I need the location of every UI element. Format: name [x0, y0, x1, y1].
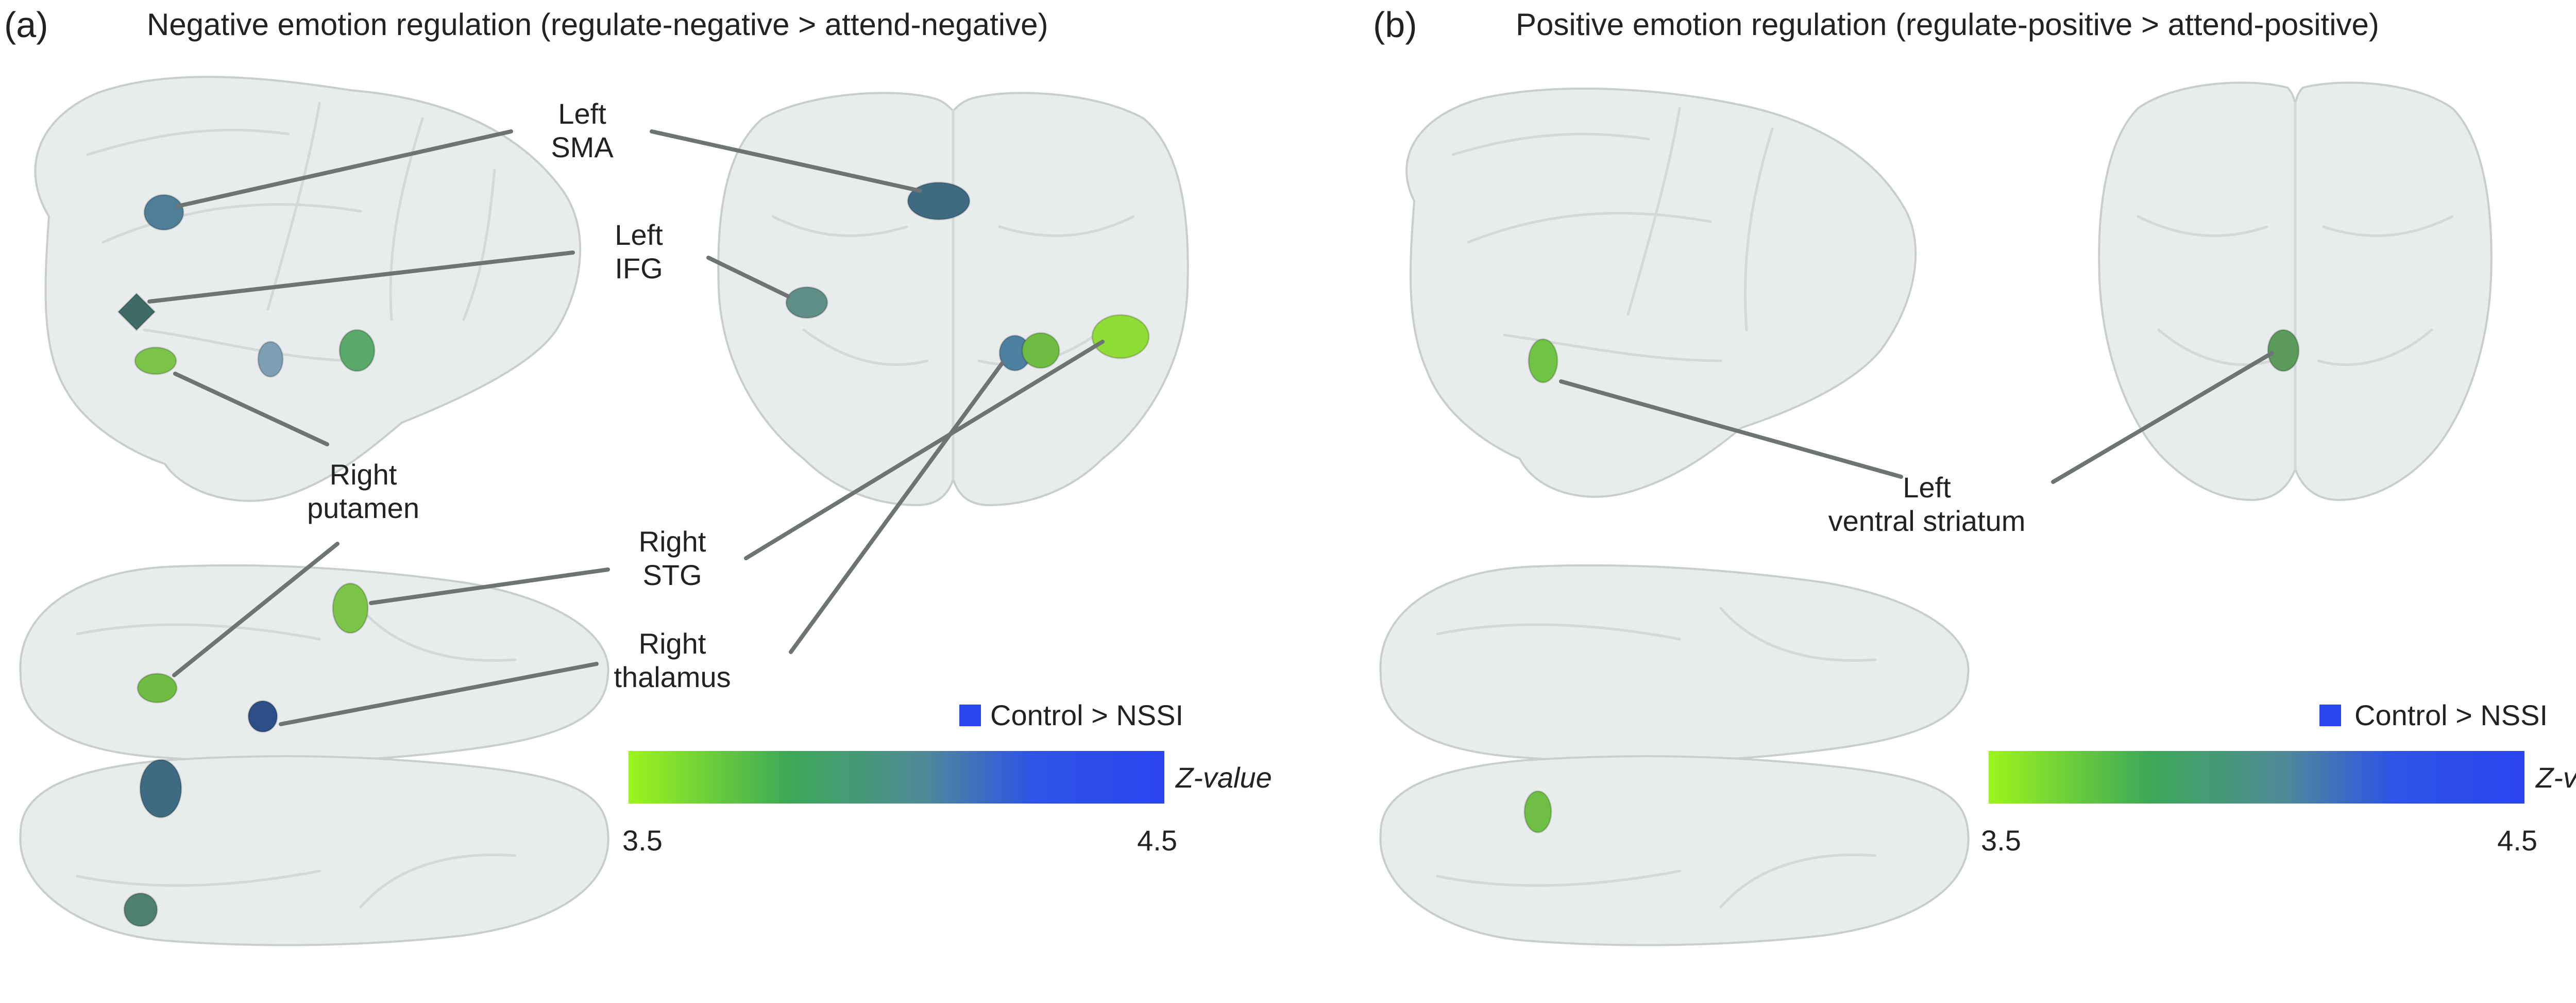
blob-axial-thalamus	[247, 700, 278, 733]
leader-putamen-sagittal	[173, 372, 329, 446]
legend-b: Control > NSSI Z-value 3.5 4.5	[1981, 699, 2576, 857]
legend-swatch-a	[959, 705, 981, 726]
leader-sma-sagittal	[176, 129, 513, 208]
leader-putamen-axial	[172, 542, 340, 677]
colorbar-axis-label-b: Z-value	[2535, 761, 2576, 794]
leader-ventral-striatum-sagittal	[1559, 379, 1903, 479]
leader-stg-axial	[369, 567, 610, 605]
legend-label-b: Control > NSSI	[2354, 699, 2548, 731]
brain-axial-a	[19, 564, 609, 946]
panel-a-letter: (a)	[4, 5, 48, 45]
brain-axial-b	[1379, 564, 1970, 946]
colorbar-tick-max-b: 4.5	[2497, 824, 2537, 857]
blob-coronal-ventral-striatum	[2267, 329, 2300, 372]
panel-b-title: Positive emotion regulation (regulate-po…	[1516, 7, 2379, 42]
legend-a: Control > NSSI Z-value 3.5 4.5	[622, 699, 1272, 857]
colorbar-tick-max-a: 4.5	[1137, 824, 1177, 857]
brain-coronal-b	[2098, 81, 2493, 501]
blob-sagittal-sma	[143, 194, 184, 231]
leader-sma-coronal	[650, 129, 922, 193]
label-ifg-line1: Left	[615, 219, 663, 251]
blob-coronal-putamen	[1021, 332, 1060, 369]
label-thalamus-line1: Right	[639, 627, 706, 660]
label-sma-line1: Left	[558, 97, 606, 130]
blob-sagittal-thalamus	[257, 341, 284, 378]
blob-sagittal-ifg	[117, 292, 156, 331]
blob-axial-sma	[139, 759, 182, 818]
leader-thalamus-coronal	[789, 361, 1004, 654]
colorbar-b	[1989, 751, 2524, 804]
blob-sagittal-putamen	[134, 346, 177, 375]
leader-stg-coronal	[744, 340, 1105, 560]
colorbar-tick-min-b: 3.5	[1981, 824, 2021, 857]
brain-coronal-a	[717, 92, 1189, 507]
leader-ifg-sagittal	[147, 250, 575, 304]
label-sma-line2: SMA	[551, 131, 614, 163]
panel-b-letter: (b)	[1373, 5, 1417, 45]
leader-ventral-striatum-coronal	[2051, 351, 2274, 484]
label-thalamus-line2: thalamus	[614, 661, 731, 693]
colorbar-tick-min-a: 3.5	[622, 824, 663, 857]
brain-sagittal-b	[1405, 87, 1917, 498]
blob-sagittal-ventral-striatum	[1528, 338, 1558, 383]
leader-ifg-coronal	[706, 256, 790, 298]
blob-axial-putamen	[137, 673, 178, 704]
blob-coronal-ifg	[785, 286, 828, 319]
colorbar-a	[629, 751, 1164, 804]
panel-a-title: Negative emotion regulation (regulate-ne…	[147, 7, 1048, 42]
panel-b: (b) Positive emotion regulation (regulat…	[1373, 5, 2576, 946]
legend-swatch-b	[2319, 705, 2341, 726]
colorbar-axis-label-a: Z-value	[1175, 761, 1272, 794]
label-ventral-striatum-line2: ventral striatum	[1828, 505, 2026, 537]
panel-a: (a) Negative emotion regulation (regulat…	[4, 5, 1272, 946]
label-ifg-line2: IFG	[615, 252, 663, 285]
blob-sagittal-stg	[338, 329, 376, 372]
label-stg-line2: STG	[642, 559, 702, 591]
brain-sagittal-a	[34, 76, 582, 502]
leader-thalamus-axial	[279, 662, 599, 726]
blob-axial-stg	[332, 582, 369, 634]
label-putamen-line2: putamen	[307, 492, 419, 524]
blob-axial-ventral-striatum	[1523, 790, 1552, 833]
blob-coronal-sma	[907, 181, 971, 221]
blob-coronal-stg	[1091, 314, 1150, 359]
label-ventral-striatum-line1: Left	[1903, 471, 1951, 504]
label-putamen-line1: Right	[330, 458, 397, 491]
label-stg-line1: Right	[639, 525, 706, 558]
legend-label-a: Control > NSSI	[990, 699, 1183, 731]
blob-axial-ifg	[123, 892, 158, 927]
